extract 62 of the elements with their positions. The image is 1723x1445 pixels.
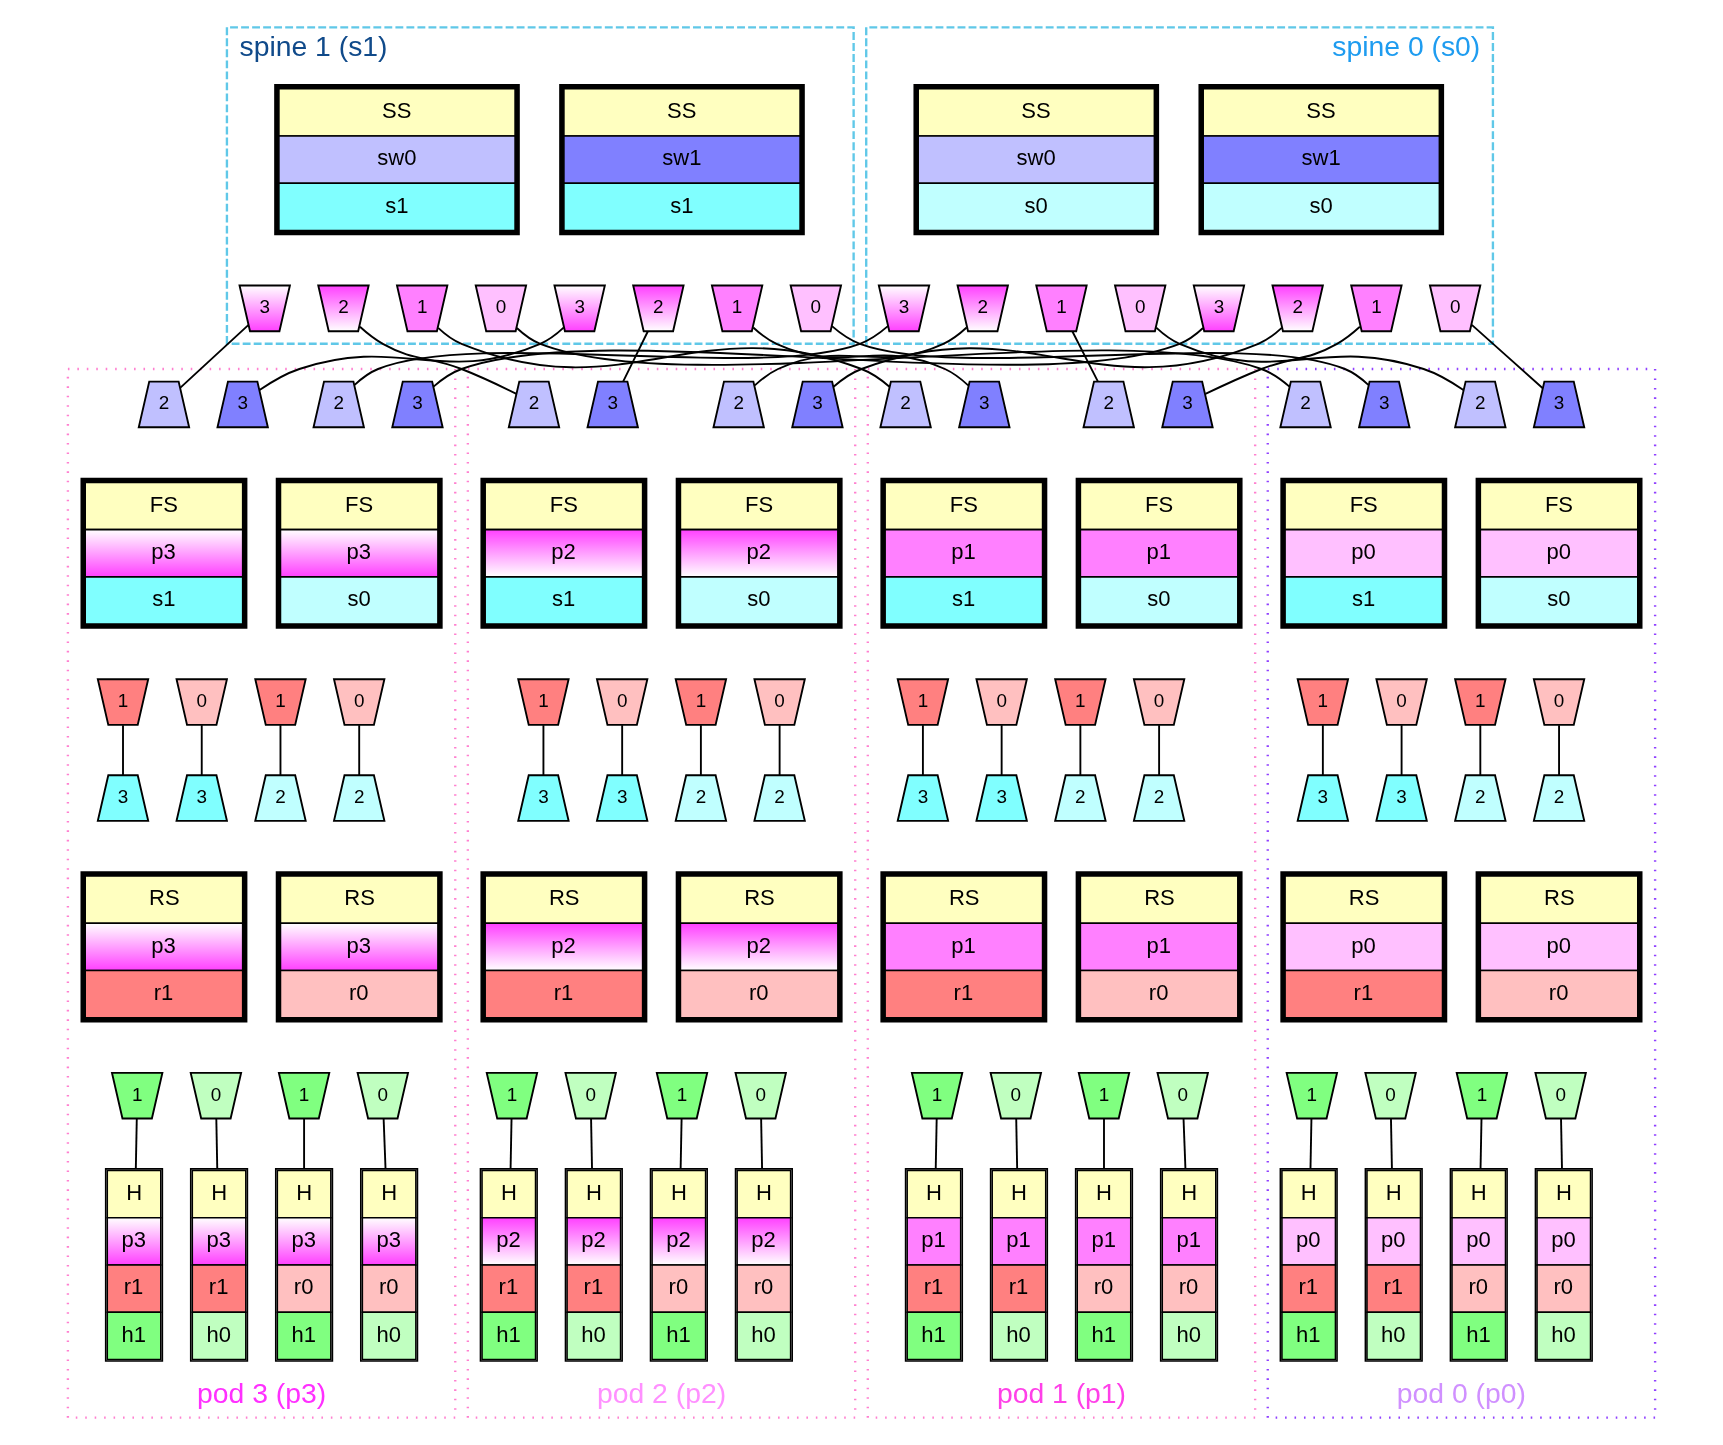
node-box: FS p2 s1 — [480, 477, 648, 629]
node-box: RS p0 r1 — [1280, 871, 1448, 1023]
connector — [1182, 1118, 1187, 1170]
connector — [1470, 323, 1544, 390]
node-box: FS p2 s0 — [675, 477, 843, 629]
connector — [760, 1118, 764, 1170]
connector — [1400, 724, 1403, 777]
node-box: RS p3 r0 — [275, 871, 443, 1023]
node-box: RS p3 r1 — [80, 871, 248, 1023]
connector — [1321, 724, 1324, 777]
connector — [1479, 724, 1482, 777]
connector — [831, 325, 1370, 386]
connector — [621, 724, 624, 777]
connector — [515, 327, 1291, 388]
connector — [1560, 1118, 1563, 1170]
connector — [200, 724, 203, 777]
connector — [1558, 724, 1560, 777]
connector — [1390, 1118, 1393, 1170]
node-box: RS p1 r1 — [880, 871, 1048, 1023]
node-box: RS p1 r0 — [1075, 871, 1243, 1023]
connector — [622, 330, 649, 383]
connector — [509, 1118, 513, 1170]
connector — [303, 1118, 306, 1170]
connector — [590, 1118, 593, 1170]
connector — [1015, 1118, 1019, 1170]
connector — [1071, 330, 1099, 383]
connector — [1079, 724, 1082, 777]
connector — [934, 1118, 938, 1170]
node-box: FS p0 s1 — [1280, 477, 1448, 629]
connector — [437, 326, 891, 388]
connector — [921, 724, 924, 777]
connector — [1155, 326, 1465, 392]
connector — [542, 724, 545, 777]
connector — [699, 724, 702, 777]
connector — [1158, 724, 1161, 777]
connector — [353, 325, 889, 386]
connector — [258, 326, 565, 392]
node-box: FS p1 s1 — [880, 477, 1048, 629]
connector — [1309, 1118, 1313, 1170]
node-box: FS p1 s0 — [1075, 477, 1243, 629]
connector — [382, 1118, 387, 1170]
connector — [679, 1118, 683, 1170]
connector — [1000, 724, 1003, 777]
connector — [279, 724, 282, 777]
connector — [179, 323, 250, 389]
connector — [1204, 325, 1361, 395]
connector — [134, 1118, 138, 1170]
connector — [778, 724, 781, 777]
node-box: FS p3 s0 — [275, 477, 443, 629]
connector — [1479, 1118, 1483, 1170]
node-box: FS p0 s0 — [1475, 477, 1643, 629]
connector — [832, 326, 1283, 388]
node-box: RS p0 r0 — [1475, 871, 1643, 1023]
connector — [359, 325, 518, 395]
connector — [122, 724, 124, 777]
connector — [358, 724, 361, 777]
connector — [215, 1118, 219, 1170]
connector — [432, 327, 1204, 388]
node-box: FS p3 s1 — [80, 477, 248, 629]
connector — [1103, 1118, 1105, 1170]
node-box: RS p2 r0 — [675, 871, 843, 1023]
node-box: RS p2 r1 — [480, 871, 648, 1023]
